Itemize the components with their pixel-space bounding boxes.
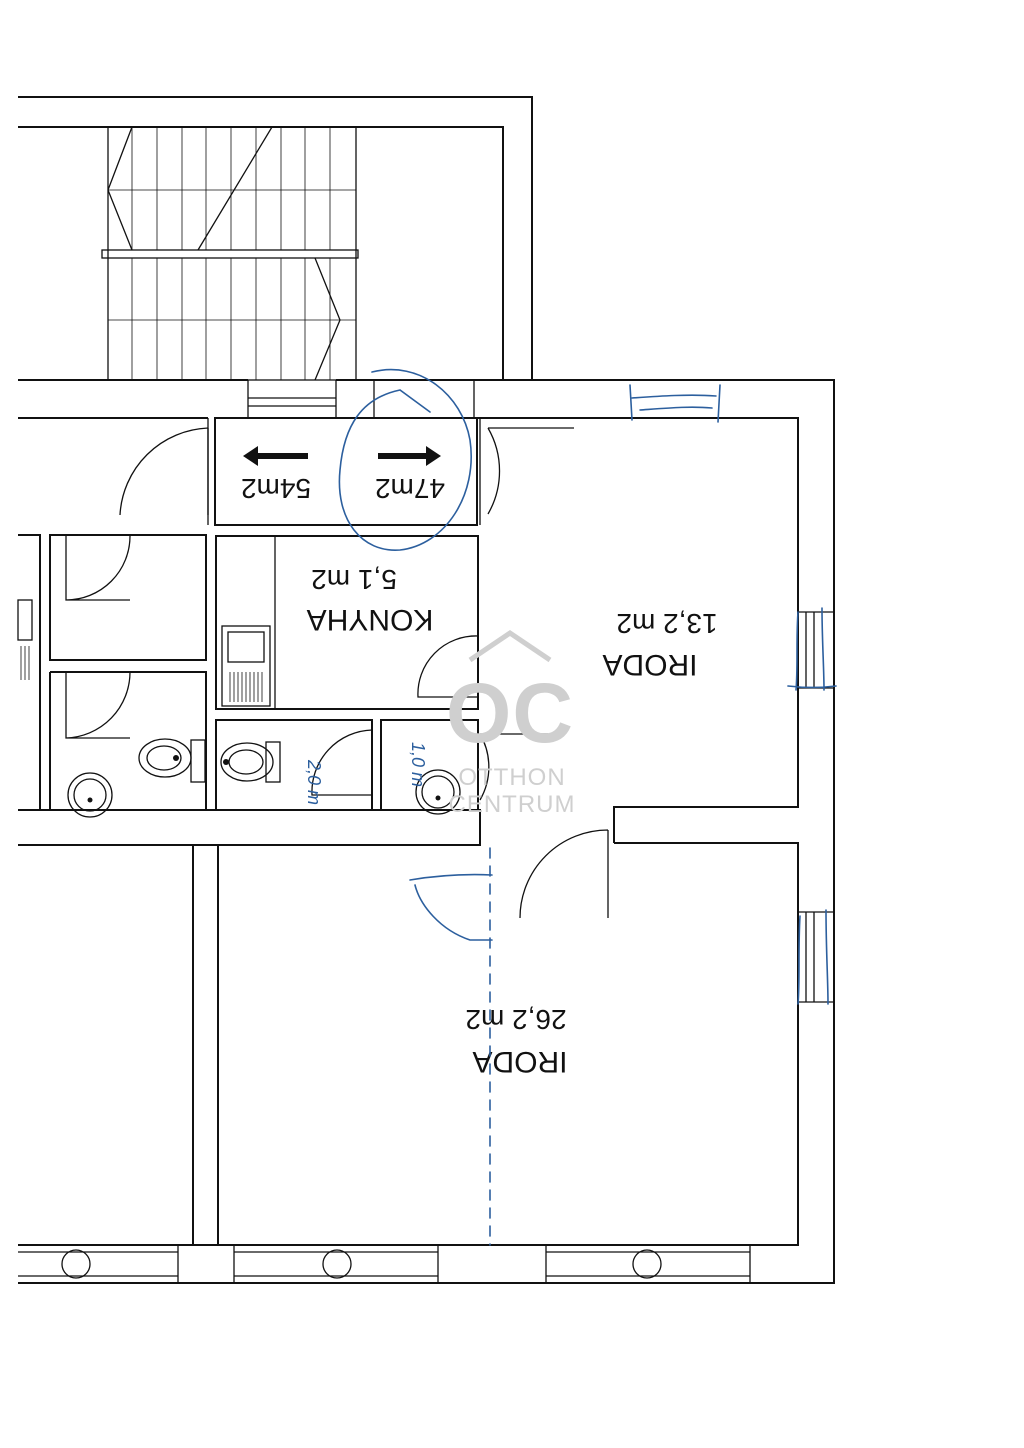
sink-icon	[415, 769, 461, 815]
left-utility	[17, 535, 131, 739]
toilet-icon-left	[138, 738, 206, 783]
arrow-right-icon	[378, 446, 441, 466]
main-walls	[18, 379, 835, 1284]
kitchen-area: 5,1 m2	[311, 564, 397, 595]
right-area-label: 47m2	[375, 473, 445, 504]
hall: 54m2 47m2	[119, 417, 574, 526]
wc-one-note: 2,0 m	[304, 759, 324, 805]
toilet-icon	[220, 741, 281, 783]
office-small: IRODA 13,2 m2	[602, 608, 834, 689]
handwritten-notes: 2,0 m 1,0 m	[304, 368, 837, 1246]
bottom-windows	[18, 1245, 751, 1283]
office-large-area: 26,2 m2	[465, 1004, 566, 1035]
watermark-line2: CENTRUM	[449, 791, 576, 818]
office-large-name: IRODA	[472, 1045, 567, 1078]
watermark-line1: OTTHON	[458, 764, 565, 791]
watermark-logo: OC	[446, 666, 574, 760]
wc-two-note: 1,0 m	[408, 742, 428, 787]
kitchen: KONYHA 5,1 m2	[215, 535, 479, 710]
office-small-name: IRODA	[602, 648, 697, 681]
office-large: IRODA 26,2 m2	[465, 829, 834, 1078]
circle-mark-icon	[338, 368, 472, 551]
kitchen-name: KONYHA	[307, 603, 434, 636]
house-roof-icon	[468, 629, 552, 663]
office-small-area: 13,2 m2	[616, 608, 717, 639]
left-area-label: 54m2	[241, 473, 311, 504]
arrow-left-icon	[243, 446, 308, 466]
watermark: OC OTTHON CENTRUM	[446, 629, 576, 818]
sink-icon-left	[67, 772, 113, 818]
stairwell	[18, 96, 533, 381]
wc-rooms	[67, 719, 548, 818]
